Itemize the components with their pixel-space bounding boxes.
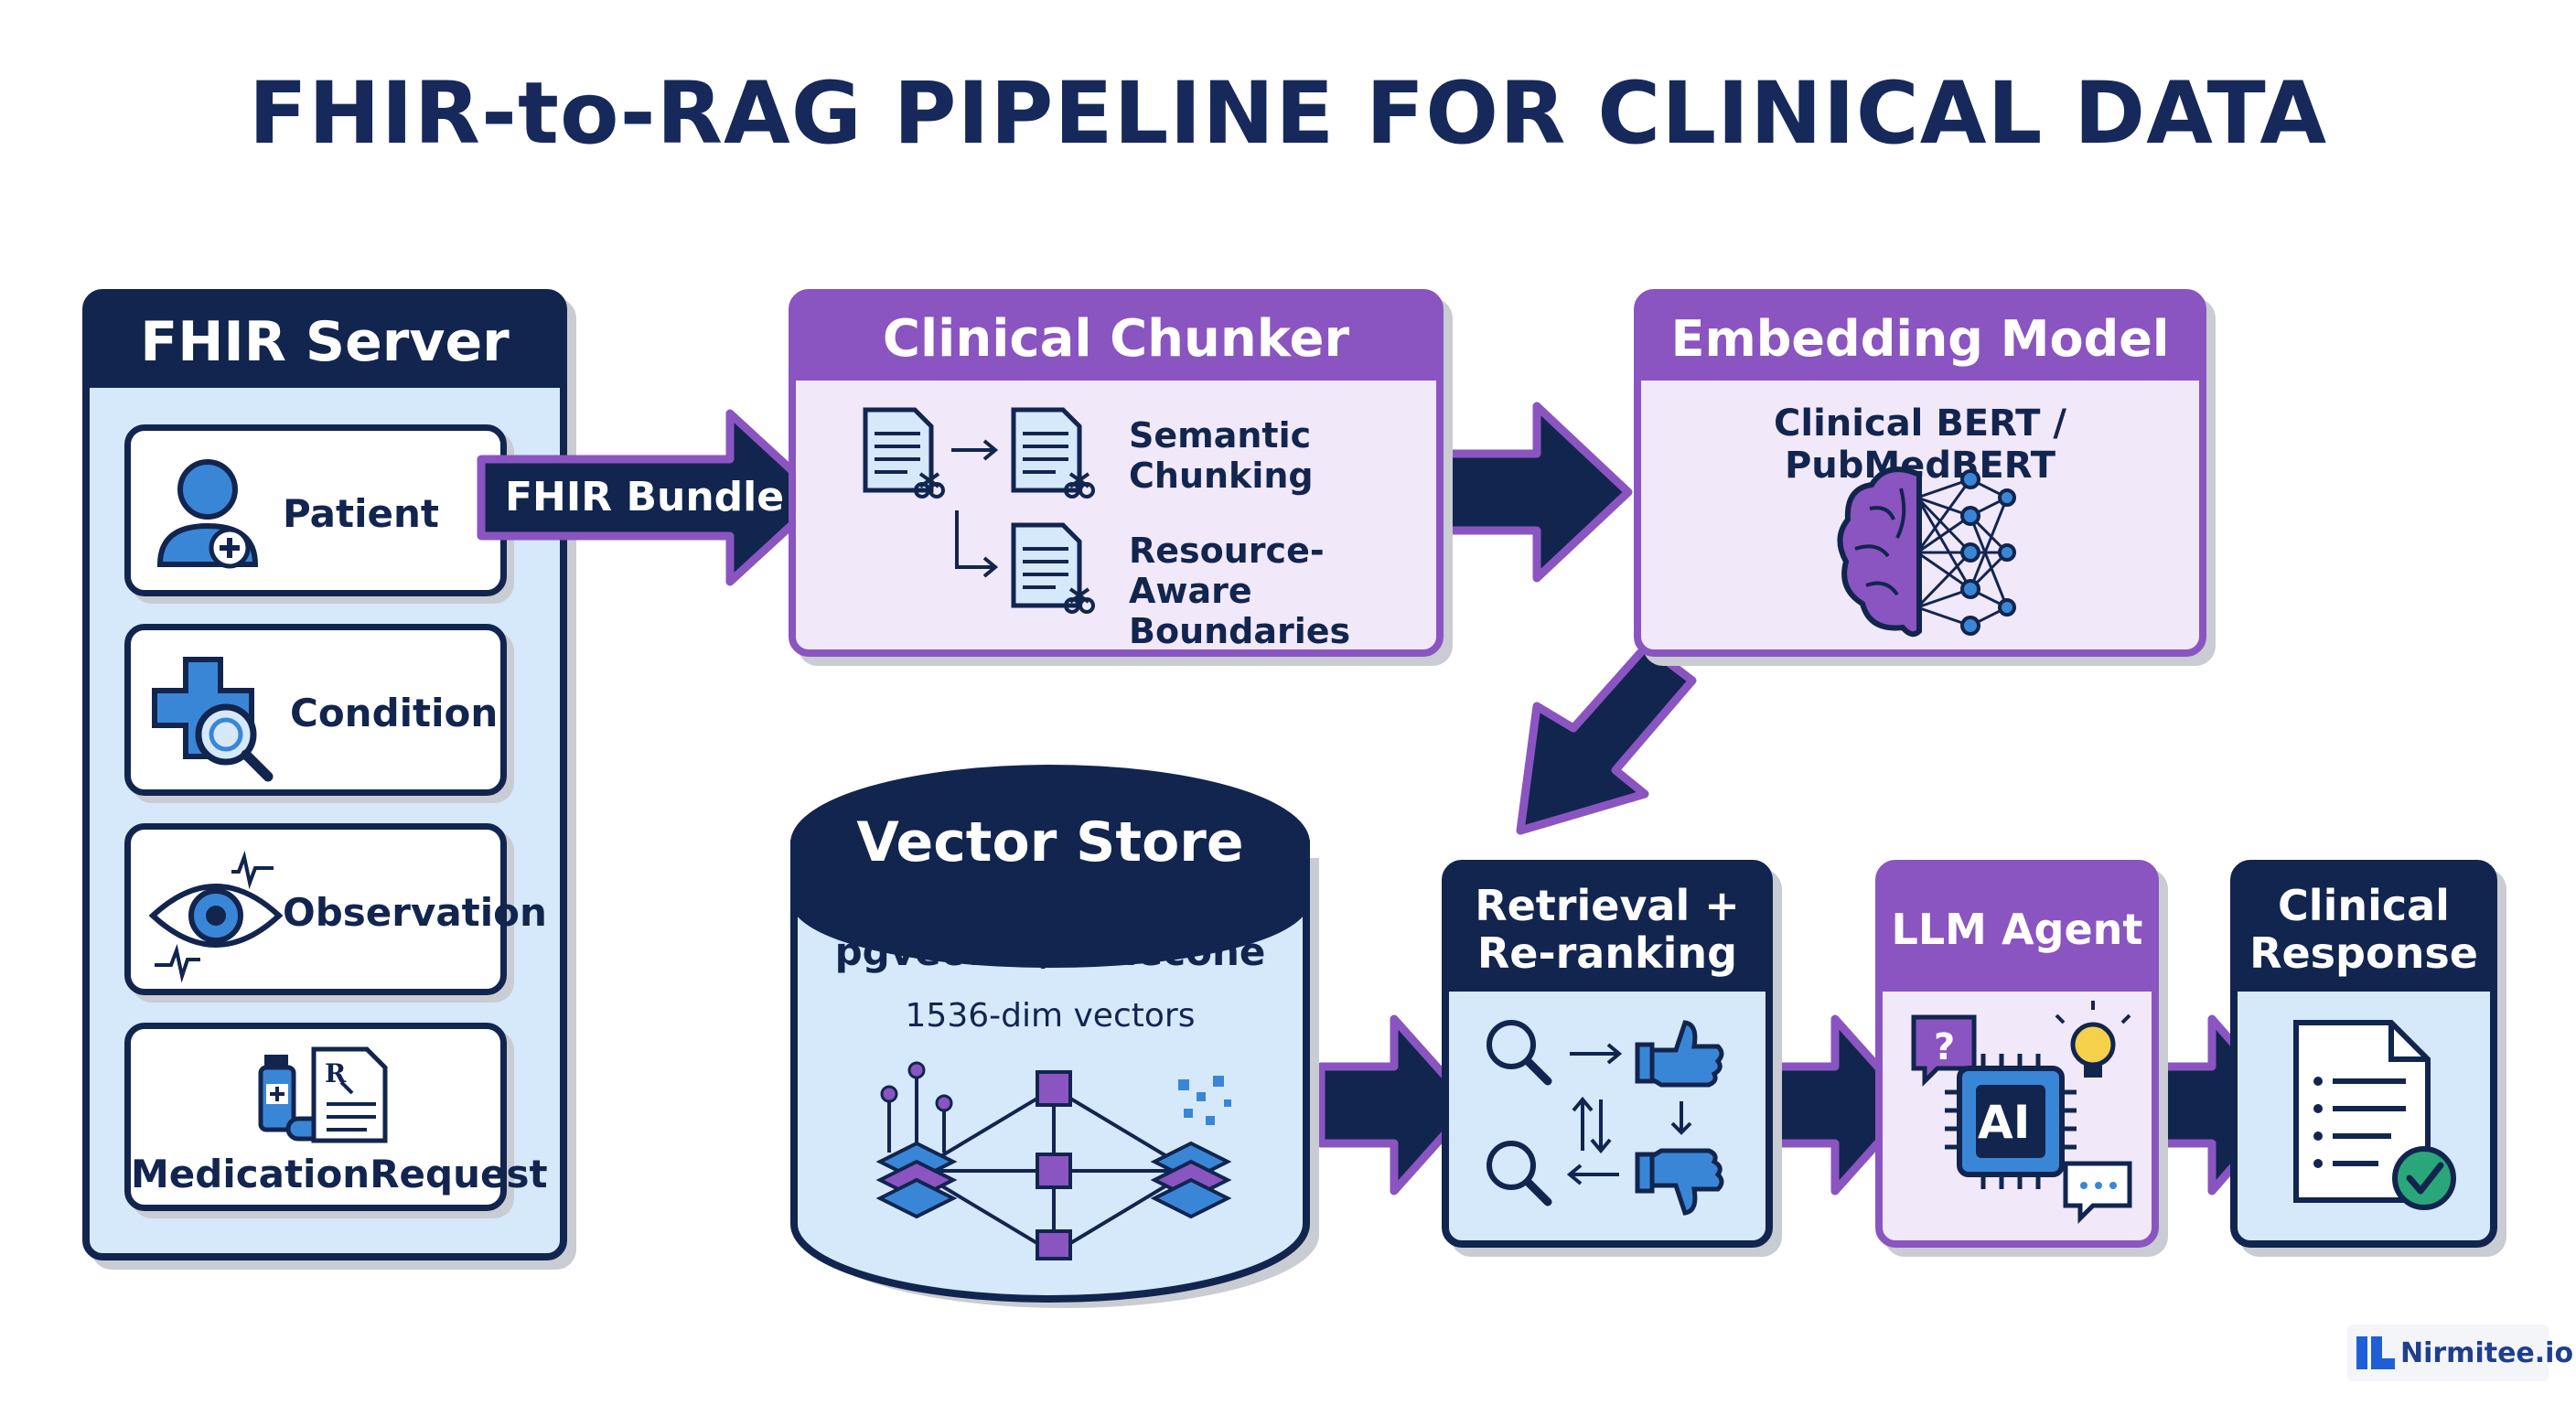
clinical-chunker-panel: Clinical Chunker Semantic Chunking Resou…: [789, 289, 1444, 657]
resource-card-observation[interactable]: Observation: [124, 823, 547, 995]
rerank-icons: [1487, 1020, 1724, 1216]
brand-logo-icon: [2356, 1336, 2395, 1369]
vector-to-retrieval-arrow: [1316, 1014, 1476, 1196]
vector-graph-icon: [875, 1061, 1232, 1260]
retrieval-to-llm-arrow: [1765, 1014, 1916, 1196]
clinical-response-header: Clinical Response: [2238, 867, 2490, 992]
page-title: FHIR-to-RAG PIPELINE FOR CLINICAL DATA: [248, 64, 2328, 164]
patient-icon: [156, 459, 259, 569]
ai-chip-label: AI: [1978, 1096, 2031, 1149]
fhir-bundle-arrow: [477, 409, 826, 586]
llm-agent-header: LLM Agent: [1883, 867, 2152, 992]
resource-card-condition[interactable]: Condition: [124, 624, 507, 796]
fhir-server-title: FHIR Server: [140, 310, 510, 374]
chunker-to-embedding-arrow: [1439, 402, 1633, 583]
fhir-server-panel: FHIR Server Patient Condition Observa: [82, 289, 567, 1260]
clinical-response-panel: Clinical Response: [2230, 860, 2497, 1248]
ai-chip-icon: ?: [1911, 1001, 2132, 1225]
chunking-flow-icon: [863, 407, 1095, 614]
resource-card-medication-request[interactable]: R MedicationRequest: [124, 1023, 548, 1211]
vector-store-subtitle: pgvector / Pinecone: [834, 929, 1266, 974]
medication-prescription-icon: R: [258, 1046, 388, 1143]
resource-label-observation: Observation: [283, 890, 547, 935]
clinical-response-title: Clinical Response: [2249, 881, 2478, 978]
embedding-model-header: Embedding Model: [1641, 296, 2199, 381]
embedding-model-panel: Embedding Model Clinical BERT / PubMedBE…: [1634, 289, 2206, 657]
semantic-chunking-label: Semantic Chunking: [1129, 415, 1314, 496]
vector-store-panel: Vector Store pgvector / Pinecone 1536-di…: [789, 765, 1323, 1317]
brand-badge[interactable]: Nirmitee.io: [2347, 1325, 2573, 1381]
llm-agent-panel: LLM Agent ? AI: [1875, 860, 2159, 1248]
clinical-chunker-header: Clinical Chunker: [796, 296, 1436, 381]
svg-text:?: ?: [1934, 1026, 1955, 1068]
brand-name: Nirmitee.io: [2400, 1336, 2574, 1369]
vector-store-title: Vector Store: [856, 810, 1244, 874]
embedding-to-retrieval-arrow: [1516, 641, 1697, 835]
resource-label-medication-request: MedicationRequest: [131, 1152, 548, 1196]
retrieval-panel: Retrieval + Re-ranking: [1442, 860, 1773, 1248]
embedding-model-title: Embedding Model: [1670, 309, 2170, 368]
eye-observation-icon: [148, 850, 284, 983]
retrieval-title: Retrieval + Re-ranking: [1475, 881, 1740, 978]
fhir-bundle-label: FHIR Bundle: [505, 474, 785, 520]
clinical-chunker-title: Clinical Chunker: [882, 308, 1350, 369]
llm-agent-title: LLM Agent: [1891, 905, 2143, 954]
condition-search-icon: [152, 657, 274, 782]
resource-aware-boundaries-label: Resource-Aware Boundaries: [1129, 531, 1351, 651]
document-check-icon: [2293, 1020, 2456, 1210]
resource-label-condition: Condition: [290, 691, 499, 735]
resource-label-patient: Patient: [283, 491, 439, 536]
vector-store-detail: 1536-dim vectors: [905, 997, 1196, 1035]
retrieval-header: Retrieval + Re-ranking: [1449, 867, 1766, 992]
fhir-server-header: FHIR Server: [90, 296, 560, 388]
resource-card-patient[interactable]: Patient: [124, 424, 507, 596]
brain-network-icon: [1837, 467, 2016, 638]
